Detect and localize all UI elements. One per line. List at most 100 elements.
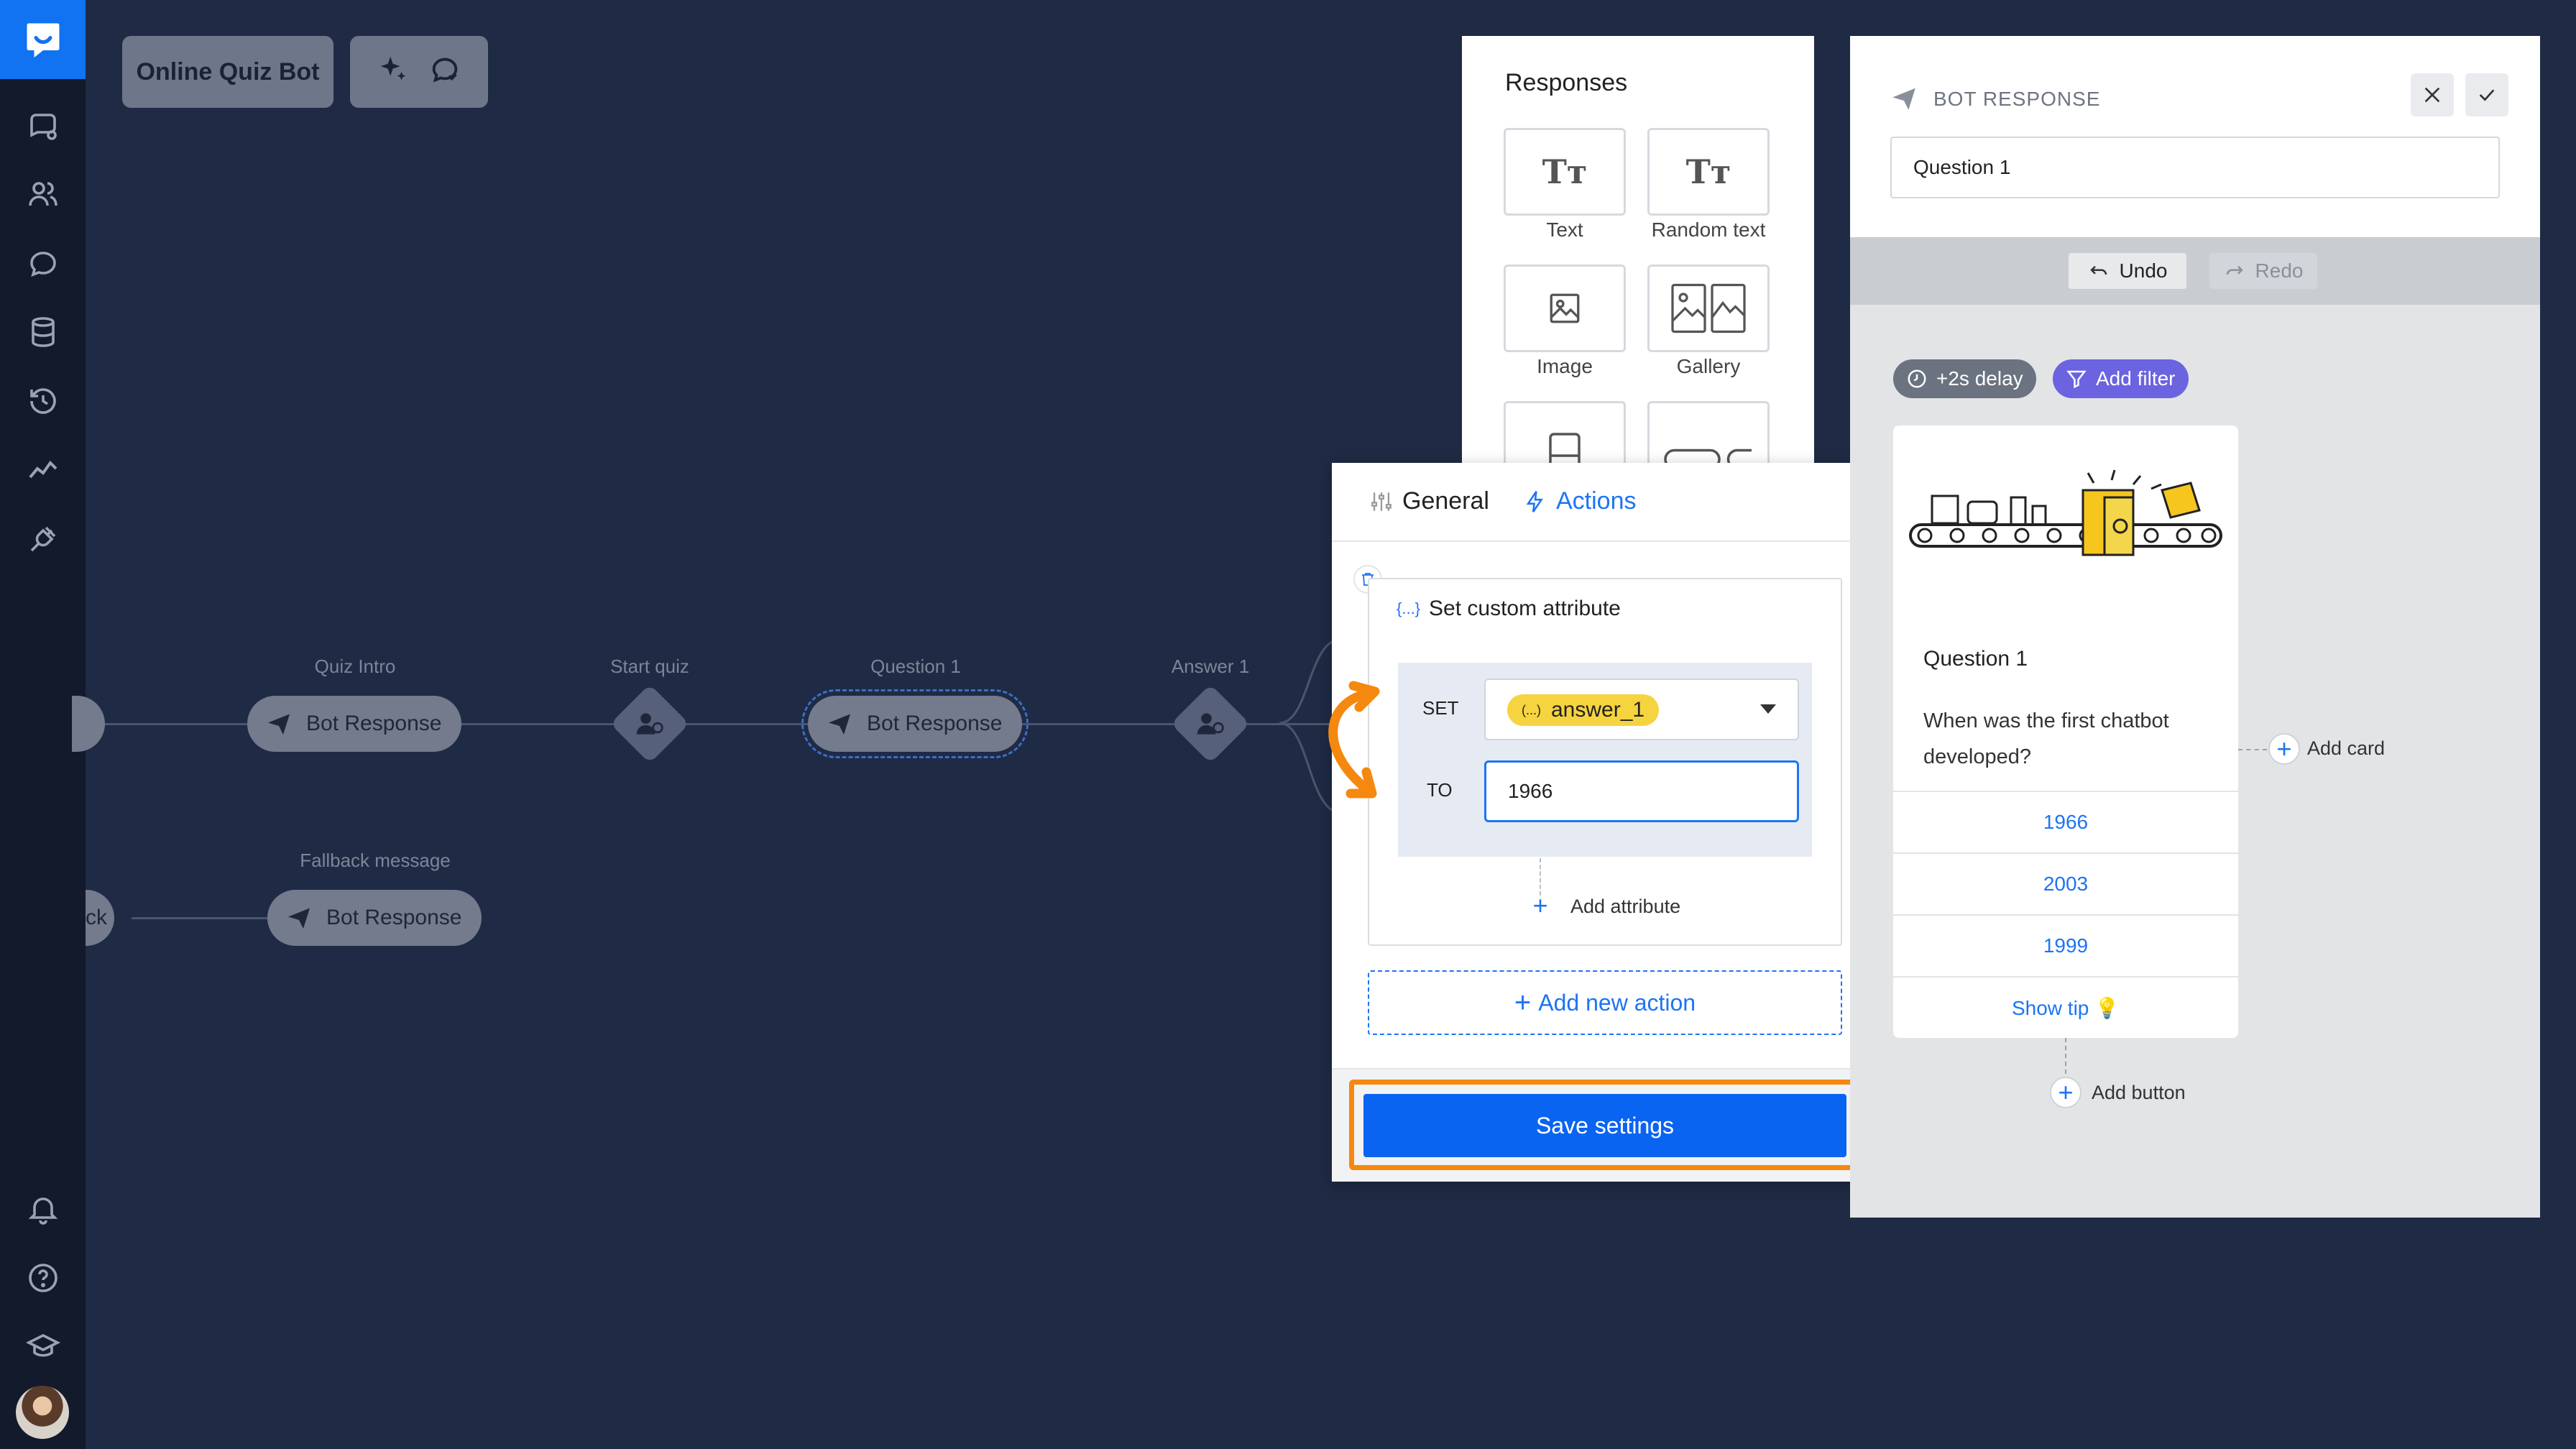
tab-actions[interactable]: Actions — [1523, 487, 1637, 515]
send-icon — [1892, 88, 1915, 110]
save-settings-button[interactable]: Save settings — [1363, 1094, 1846, 1157]
attribute-braces-icon: {...} — [1397, 599, 1421, 617]
undo-icon — [2089, 265, 2107, 275]
connector-dashed — [2065, 1038, 2066, 1074]
flow-node-partial[interactable] — [72, 696, 105, 752]
help-icon[interactable] — [22, 1256, 65, 1300]
node-fallback[interactable]: Bot Response — [267, 890, 482, 946]
response-tile-image[interactable] — [1504, 264, 1626, 352]
delay-label: +2s delay — [1936, 367, 2023, 390]
card-text: When was the first chatbot developed? — [1923, 709, 2169, 768]
answer-button-2[interactable]: 2003 — [1893, 852, 2238, 914]
add-filter-button[interactable]: Add filter — [2053, 359, 2189, 398]
node-label-question-1: Question 1 — [870, 656, 961, 677]
avatar[interactable] — [16, 1386, 69, 1439]
confirm-button[interactable] — [2465, 73, 2508, 116]
node-question-1[interactable]: Bot Response — [801, 689, 1029, 758]
tab-general-label: General — [1402, 487, 1489, 515]
response-tile-random-text[interactable]: Tт — [1647, 128, 1770, 216]
add-attribute-link[interactable]: Add attribute — [1570, 896, 1681, 917]
responses-panel: Responses Tт Text Tт Random text Image G… — [1462, 36, 1814, 467]
bot-name-button[interactable]: Online Quiz Bot — [122, 36, 334, 108]
redo-icon — [2226, 265, 2243, 275]
text-type-icon: Tт — [1542, 152, 1588, 191]
tile-label: Text — [1546, 218, 1583, 241]
partial-node-text: ck — [86, 906, 107, 929]
filter-icon — [2066, 370, 2087, 389]
academy-icon[interactable] — [22, 1325, 65, 1368]
to-label: TO — [1427, 779, 1453, 801]
answer-button-1[interactable]: 1966 — [1893, 791, 2238, 852]
chats-icon[interactable] — [22, 105, 65, 148]
stories-icon[interactable] — [22, 242, 65, 285]
attribute-chip-icon: (...) — [1522, 702, 1541, 717]
answer-label: 1999 — [2043, 934, 2089, 957]
users-icon[interactable] — [22, 172, 65, 216]
action-header: {...} Set custom attribute — [1397, 597, 1621, 621]
close-button[interactable] — [2411, 73, 2454, 116]
undo-redo-bar: Undo Redo — [1850, 237, 2540, 305]
user-input-icon — [1190, 704, 1230, 744]
response-tile-card[interactable] — [1504, 401, 1626, 467]
image-icon — [1550, 293, 1580, 323]
sparkles-icon[interactable] — [377, 52, 410, 92]
add-button-link[interactable]: Add button — [2092, 1082, 2186, 1103]
check-icon — [2479, 89, 2495, 101]
app-logo-icon[interactable] — [0, 0, 86, 79]
tab-general[interactable]: General — [1369, 487, 1489, 515]
send-icon — [268, 714, 290, 735]
node-label-fallback: Fallback message — [300, 850, 451, 871]
add-filter-label: Add filter — [2096, 367, 2176, 390]
node-quiz-intro[interactable]: Bot Response — [247, 696, 462, 752]
show-tip-button[interactable]: Show tip 💡 — [1893, 976, 2238, 1038]
history-icon[interactable] — [22, 380, 65, 423]
response-name-input[interactable]: Question 1 — [1890, 137, 2500, 198]
response-tile-text[interactable]: Tт — [1504, 128, 1626, 216]
clock-icon — [1908, 369, 1926, 388]
response-tile-buttons[interactable] — [1647, 401, 1770, 467]
close-icon — [2424, 87, 2440, 103]
add-card-link[interactable]: Add card — [2307, 737, 2386, 759]
buttons-icon — [1664, 448, 1752, 467]
attribute-value-input[interactable]: 1966 — [1484, 760, 1799, 822]
send-icon — [288, 908, 310, 929]
redo-label: Redo — [2255, 259, 2304, 282]
add-new-action-button[interactable]: + Add new action — [1368, 970, 1842, 1035]
show-tip-label: Show tip 💡 — [2011, 996, 2120, 1019]
attribute-assignment: SET (...) answer_1 TO 1966 — [1398, 663, 1812, 857]
analytics-icon[interactable] — [22, 448, 65, 492]
database-icon[interactable] — [22, 310, 65, 354]
plus-icon: + — [1514, 987, 1532, 1018]
sidebar — [0, 0, 86, 1449]
add-button-plus-icon[interactable]: + — [2050, 1077, 2082, 1108]
bot-name: Online Quiz Bot — [136, 58, 320, 86]
question-card: Question 1 When was the first chatbot de… — [1893, 426, 2238, 1038]
set-label: SET — [1422, 697, 1459, 719]
card-icon — [1549, 433, 1581, 467]
caret-down-icon — [1760, 704, 1776, 714]
bot-response-panel: BOT RESPONSE Question 1 Undo Redo +2s de… — [1850, 36, 2540, 1218]
delay-badge[interactable]: +2s delay — [1893, 359, 2036, 398]
tile-label: Image — [1537, 355, 1593, 377]
test-chat-icon[interactable] — [428, 52, 461, 92]
response-tile-gallery[interactable] — [1647, 264, 1770, 352]
node-text: Bot Response — [867, 712, 1003, 735]
add-attribute-plus-icon[interactable]: + — [1532, 891, 1548, 920]
undo-button[interactable]: Undo — [2069, 253, 2186, 289]
send-icon — [829, 714, 850, 735]
flow-node-partial-fallback[interactable]: ck — [86, 890, 114, 946]
add-card-plus-icon[interactable]: + — [2268, 733, 2300, 765]
random-text-icon: Tт — [1685, 152, 1731, 191]
sliders-icon — [1371, 492, 1392, 511]
notifications-icon[interactable] — [22, 1187, 65, 1230]
answer-button-3[interactable]: 1999 — [1893, 914, 2238, 976]
attribute-select[interactable]: (...) answer_1 — [1484, 678, 1799, 740]
integrations-icon[interactable] — [22, 518, 65, 561]
save-settings-label: Save settings — [1535, 1112, 1675, 1138]
card-title: Question 1 — [1923, 647, 2028, 671]
node-text: Bot Response — [306, 712, 442, 735]
redo-button[interactable]: Redo — [2209, 253, 2317, 289]
lightning-icon — [1526, 490, 1543, 512]
node-label-start-quiz: Start quiz — [610, 656, 689, 677]
tile-label: Random text — [1651, 218, 1766, 241]
